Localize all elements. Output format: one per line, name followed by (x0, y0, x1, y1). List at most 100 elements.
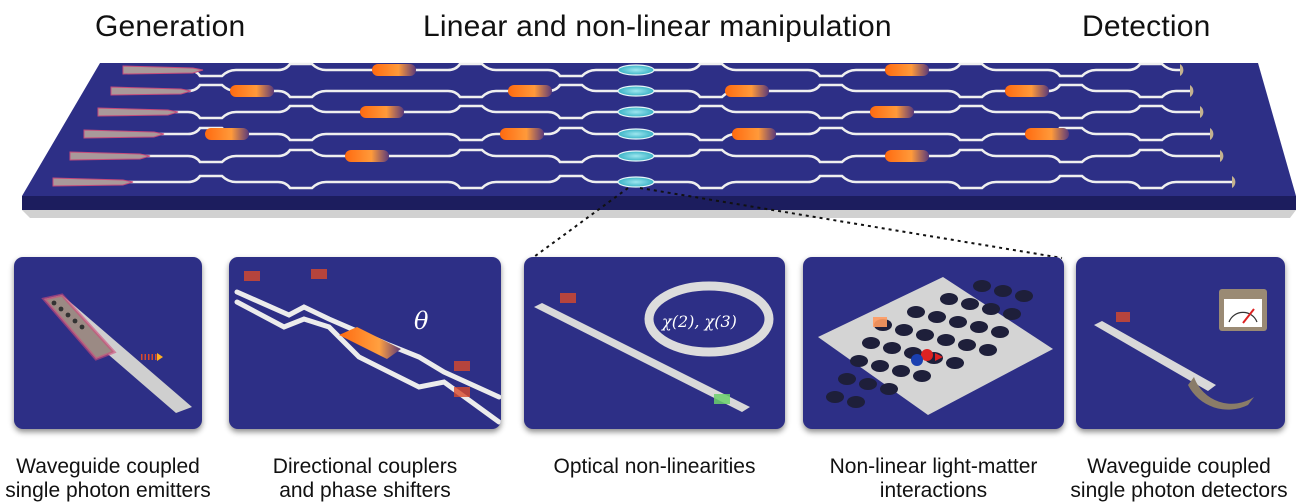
heading-detection: Detection (1082, 10, 1211, 43)
waveguide (86, 126, 1210, 142)
crystal-hole (940, 293, 958, 305)
caption-nonlinearities: Optical non-linearities (553, 455, 756, 478)
phase-shifter (870, 106, 914, 118)
crystal-hole (982, 303, 1000, 315)
ring-resonator (617, 64, 655, 76)
photonic-chip (22, 62, 1296, 260)
photon-icon (454, 387, 470, 397)
ring-resonator (617, 176, 655, 188)
waveguide (113, 83, 1190, 99)
ring-resonator (617, 128, 655, 140)
phase-shifter (1025, 128, 1069, 140)
phase-shifter (1005, 85, 1049, 97)
detector (1180, 64, 1184, 76)
emitter (69, 151, 151, 161)
emitter-dots (51, 300, 85, 330)
phase-shifter (500, 128, 544, 140)
crystal-hole (883, 342, 901, 354)
phase-shifter (885, 150, 929, 162)
crystal-hole (937, 334, 955, 346)
crystal-hole (913, 370, 931, 382)
photon-icon (244, 271, 260, 281)
emitter (110, 86, 192, 96)
phase-shifter (230, 85, 274, 97)
detector (1200, 106, 1204, 118)
panel-emitters (14, 257, 202, 429)
crystal-hole (895, 324, 913, 336)
waveguide (55, 174, 1232, 190)
heading-generation: Generation (95, 10, 246, 43)
photon-icon (1116, 312, 1130, 322)
photon-icon (714, 394, 730, 404)
phase-shifter (372, 64, 416, 76)
crystal-hole (961, 298, 979, 310)
crystal-hole (1015, 290, 1033, 302)
phase-shifter (205, 128, 249, 140)
photon-icon (560, 293, 576, 303)
detector (1220, 150, 1224, 162)
waveguide (100, 104, 1200, 120)
crystal-hole (826, 391, 844, 403)
panel-nonlinearities: χ(2), χ(3) (524, 257, 785, 429)
waveguide (125, 62, 1180, 78)
ring-resonator (617, 106, 655, 118)
crystal-hole (949, 316, 967, 328)
chip-front-edge (22, 196, 1296, 210)
chip-components (52, 64, 1236, 188)
crystal-hole (958, 339, 976, 351)
photonic-crystal-holes (826, 280, 1033, 408)
panel-detectors (1076, 257, 1285, 429)
crystal-hole (991, 326, 1009, 338)
zoom-line-right (639, 187, 1063, 259)
phase-shifter (732, 128, 776, 140)
phase-shifter (360, 106, 404, 118)
meter-icon (1219, 289, 1267, 331)
crystal-hole (970, 321, 988, 333)
phase-shifter (725, 85, 769, 97)
detector (1232, 176, 1236, 188)
theta-symbol: θ (414, 307, 429, 335)
crystal-hole (994, 285, 1012, 297)
crystal-hole (892, 365, 910, 377)
crystal-hole (979, 344, 997, 356)
crystal-hole (862, 337, 880, 349)
crystal-hole (907, 306, 925, 318)
emitter (52, 177, 134, 187)
photon-icon (454, 361, 470, 371)
panel-light-matter (803, 257, 1064, 429)
crystal-hole (850, 355, 868, 367)
crystal-hole (916, 329, 934, 341)
ring-resonator (617, 150, 655, 162)
phase-shifter (885, 64, 929, 76)
emitter (83, 129, 165, 139)
crystal-hole (973, 280, 991, 292)
panel-couplers: θ (229, 257, 501, 429)
crystal-hole (880, 383, 898, 395)
crystal-hole (871, 360, 889, 372)
photon-icon (873, 317, 887, 327)
photon-icon (311, 269, 327, 279)
atom-icon (911, 349, 943, 366)
crystal-hole (859, 378, 877, 390)
heading-manipulation: Linear and non-linear manipulation (423, 10, 892, 43)
phase-shifter (508, 85, 552, 97)
crystal-hole (847, 396, 865, 408)
waveguide (72, 148, 1220, 164)
photon-icon (141, 353, 163, 361)
crystal-hole (1003, 308, 1021, 320)
waveguide-network (55, 62, 1232, 190)
emitter (97, 107, 179, 117)
detector (1190, 85, 1194, 97)
emitter (122, 65, 204, 75)
crystal-hole (946, 357, 964, 369)
ring-resonator (617, 85, 655, 97)
phase-shifter (345, 150, 389, 162)
chi-symbol: χ(2), χ(3) (661, 312, 737, 331)
detector (1210, 128, 1214, 140)
crystal-hole (928, 311, 946, 323)
crystal-hole (838, 373, 856, 385)
